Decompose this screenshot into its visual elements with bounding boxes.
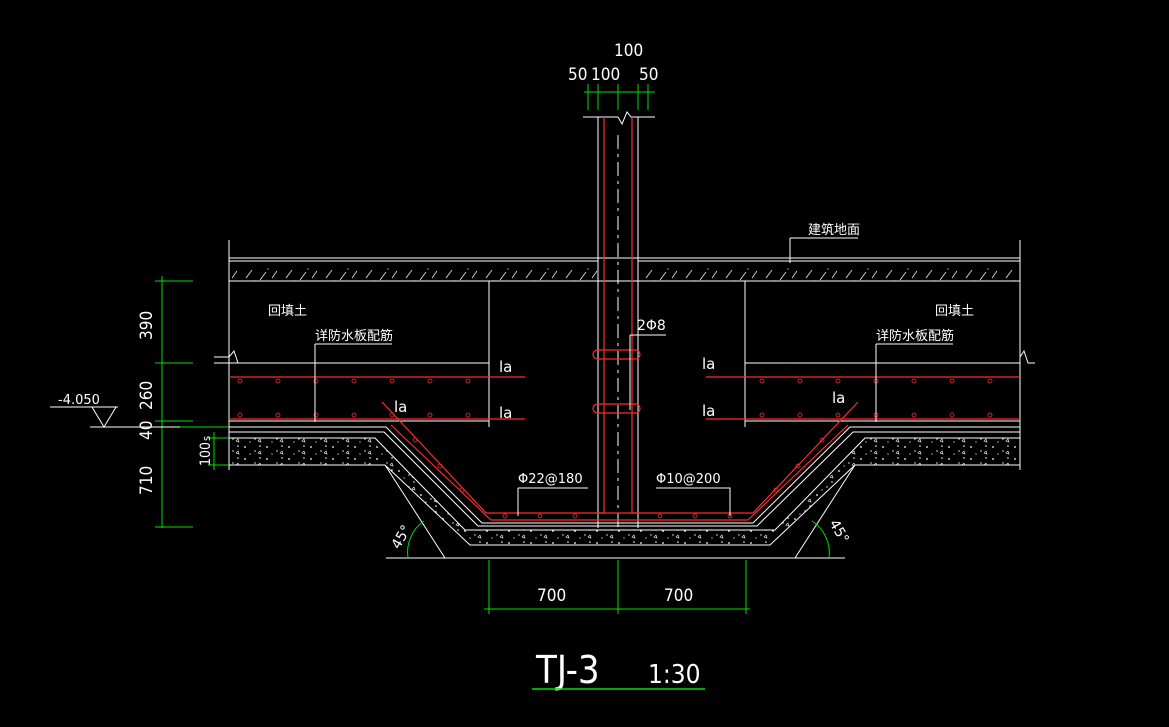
- rebar-section-dot: [987, 412, 993, 418]
- rebar-section-dot: [427, 378, 433, 384]
- rebar-section-dot: [911, 412, 917, 418]
- rebar-section-dot: [911, 378, 917, 384]
- left-dim-260: 260: [137, 381, 157, 410]
- left-dim-40: 40: [137, 421, 157, 440]
- rebar-section-dot: [389, 412, 395, 418]
- rebar-dots: [237, 378, 993, 519]
- top-dim-overall: 100: [614, 41, 643, 61]
- rebar-section-dot: [835, 378, 841, 384]
- elevation-label: -4.050: [58, 393, 100, 408]
- angle-left: 45°: [389, 522, 415, 552]
- labels: 建筑地面 回填土 回填土 详防水板配筋 详防水板配筋 2Φ8 Φ22@180 Φ…: [268, 222, 974, 516]
- anchor-label-2: la: [499, 404, 512, 422]
- rebar-section-dot: [537, 513, 543, 519]
- bottom-dimensions: 700 700: [484, 560, 750, 614]
- bottom-dim-left: 700: [537, 586, 566, 606]
- rebar-section-dot: [412, 437, 418, 443]
- left-dim-390: 390: [137, 311, 157, 340]
- rebar-section-dot: [502, 513, 508, 519]
- top-dimensions: 100 50 100 50: [568, 41, 658, 110]
- title-scale: 1:30: [648, 660, 701, 690]
- rebar-section-dot: [389, 378, 395, 384]
- anchor-label-3: la: [394, 398, 407, 416]
- rebar-section-dot: [237, 412, 243, 418]
- angle-right: 45°: [826, 517, 852, 547]
- rebar: [229, 117, 1020, 521]
- top-dim-right: 50: [639, 65, 658, 85]
- dist-rebar-label: Φ10@200: [656, 472, 721, 487]
- bottom-rebar-label: Φ22@180: [518, 472, 583, 487]
- rebar-section-dot: [759, 412, 765, 418]
- left-dim-710: 710: [137, 466, 157, 495]
- rebar-section-dot: [459, 487, 465, 493]
- anchor-label-4: la: [702, 355, 715, 373]
- cover-dim-s: s: [200, 436, 213, 441]
- backfill-left-label: 回填土: [268, 304, 307, 319]
- rebar-section-dot: [949, 412, 955, 418]
- rebar-section-dot: [572, 513, 578, 519]
- rebar-section-dot: [657, 513, 663, 519]
- bottom-dim-right: 700: [664, 586, 693, 606]
- rebar-section-dot: [465, 378, 471, 384]
- anchor-label-1: la: [499, 358, 512, 376]
- cover-dim: 100: [198, 442, 214, 466]
- rebar-section-dot: [437, 463, 443, 469]
- rebar-section-dot: [949, 378, 955, 384]
- rebar-section-dot: [275, 378, 281, 384]
- elevation-mark: -4.050: [50, 393, 180, 428]
- rebar-section-dot: [759, 378, 765, 384]
- wall: [583, 111, 655, 530]
- drawing-title: TJ-3 1:30: [532, 648, 705, 692]
- foundation-concrete: [229, 426, 1020, 559]
- rebar-section-dot: [351, 378, 357, 384]
- floor-label: 建筑地面: [808, 222, 860, 238]
- title-name: TJ-3: [535, 648, 600, 692]
- soil-lines: [214, 281, 1035, 427]
- top-dim-mid: 100: [591, 65, 620, 85]
- rebar-section-dot: [797, 378, 803, 384]
- rebar-section-dot: [313, 378, 319, 384]
- floor-slab: [228, 240, 1021, 470]
- rebar-section-dot: [313, 412, 319, 418]
- left-dimensions: 390 260 40 710 100 s: [137, 276, 228, 528]
- rebar-section-dot: [819, 437, 825, 443]
- backfill-right-label: 回填土: [935, 304, 974, 319]
- rebar-section-dot: [465, 412, 471, 418]
- rebar-section-dot: [237, 378, 243, 384]
- top-dim-left: 50: [568, 65, 587, 85]
- anchor-label-5: la: [702, 402, 715, 420]
- rebar-section-dot: [692, 513, 698, 519]
- stirrup-label: 2Φ8: [637, 318, 666, 334]
- slab-rebar-right-label: 详防水板配筋: [876, 328, 954, 344]
- rebar-section-dot: [427, 412, 433, 418]
- rebar-section-dot: [795, 463, 801, 469]
- rebar-section-dot: [773, 487, 779, 493]
- slab-rebar-left-label: 详防水板配筋: [315, 328, 393, 344]
- rebar-section-dot: [351, 412, 357, 418]
- rebar-section-dot: [797, 412, 803, 418]
- rebar-section-dot: [275, 412, 281, 418]
- anchor-label-6: la: [832, 389, 845, 407]
- rebar-section-dot: [835, 412, 841, 418]
- rebar-section-dot: [987, 378, 993, 384]
